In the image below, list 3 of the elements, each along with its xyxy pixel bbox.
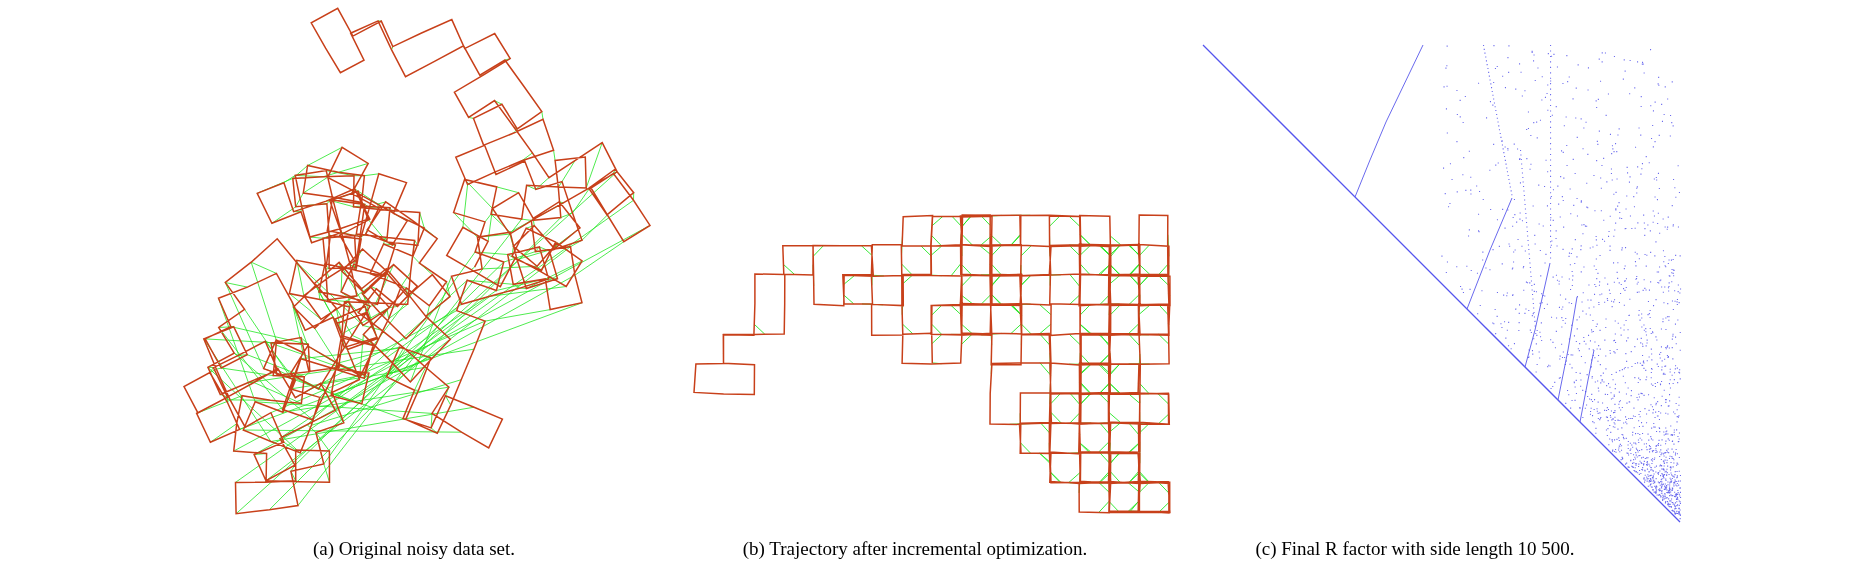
figure-caption: (c) Final R factor with side length 10 500. bbox=[1255, 538, 1575, 560]
figure-caption: (a) Original noisy data set. bbox=[312, 538, 516, 560]
figure-caption: (b) Trajectory after incremental optimization. bbox=[742, 538, 1088, 560]
